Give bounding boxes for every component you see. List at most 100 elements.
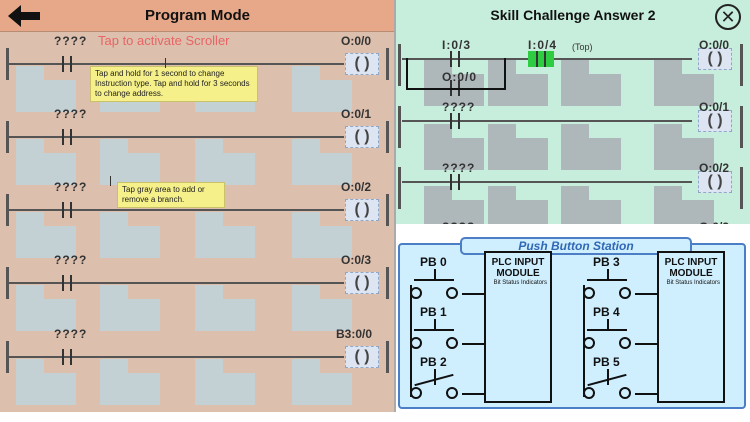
contact-symbol[interactable] — [54, 129, 80, 145]
branch-slot[interactable] — [583, 200, 621, 224]
coil-symbol[interactable]: ( ) — [345, 126, 379, 148]
station-rail — [583, 285, 585, 397]
contact-symbol[interactable] — [442, 113, 468, 129]
branch-slot[interactable] — [583, 138, 621, 170]
branch-slot[interactable] — [510, 200, 548, 224]
push-button-terminal[interactable] — [446, 337, 458, 349]
branch-slot[interactable] — [510, 74, 548, 106]
push-button-terminal[interactable] — [446, 387, 458, 399]
branch-slot[interactable] — [312, 226, 352, 258]
branch-slot[interactable] — [446, 200, 484, 224]
branch-slot[interactable] — [312, 373, 352, 405]
branch-slot[interactable] — [215, 373, 255, 405]
tip-arrow — [110, 176, 111, 186]
branch-slot[interactable] — [676, 138, 714, 170]
push-button-terminal[interactable] — [619, 287, 631, 299]
coil-address[interactable]: O:0/3 — [341, 253, 372, 267]
ladder-rung[interactable]: ???? ( ) O:0/1 — [0, 107, 395, 193]
module-title: PLC INPUT MODULE — [491, 257, 545, 279]
button-stem — [434, 269, 436, 279]
branch-slot[interactable] — [120, 153, 160, 185]
back-arrow-icon[interactable] — [6, 3, 42, 29]
close-icon[interactable]: ✕ — [715, 4, 741, 30]
push-button-terminal[interactable] — [619, 387, 631, 399]
ladder-rung[interactable]: ???? ( ) O:0/2 — [0, 180, 395, 266]
coil-symbol[interactable]: ( ) — [345, 199, 379, 221]
contact-symbol[interactable] — [442, 174, 468, 190]
coil-address[interactable]: O:0/2 — [341, 180, 372, 194]
contact-address[interactable]: ???? — [442, 220, 475, 224]
contact-address[interactable]: I:0/4 — [528, 38, 558, 52]
contact-symbol[interactable] — [54, 202, 80, 218]
right-rail — [740, 106, 743, 148]
push-button-station: Push Button Station PB 0I:0/0PB 1I:0/1PB… — [398, 237, 746, 409]
branch-slot[interactable] — [312, 153, 352, 185]
contact-address[interactable]: ???? — [54, 327, 88, 341]
left-rail — [398, 106, 401, 148]
highlighted-contact[interactable] — [528, 51, 554, 67]
branch-slot[interactable] — [36, 80, 76, 112]
branch-slot[interactable] — [36, 299, 76, 331]
terminal-wire — [635, 343, 657, 345]
ladder-rung[interactable]: ???? ( ) O:0/3 — [0, 253, 395, 339]
answer-title: Skill Challenge Answer 2 — [490, 7, 656, 23]
contact-address[interactable]: ???? — [54, 253, 88, 267]
scroller-hint[interactable]: Tap to activate Scroller — [98, 33, 230, 48]
branch-slot[interactable] — [312, 80, 352, 112]
branch-slot[interactable] — [510, 138, 548, 170]
contact-address[interactable]: ???? — [442, 100, 476, 114]
branch-slot[interactable] — [120, 226, 160, 258]
contact-note: (Top) — [572, 42, 593, 52]
contact-address[interactable]: ???? — [442, 161, 476, 175]
contact-symbol[interactable] — [54, 275, 80, 291]
branch-slot[interactable] — [215, 153, 255, 185]
branch-slot[interactable] — [120, 373, 160, 405]
contact-symbol[interactable] — [54, 56, 80, 72]
contact-address[interactable]: I:0/3 — [442, 38, 472, 52]
coil-symbol[interactable]: ( ) — [345, 346, 379, 368]
contact-symbol[interactable] — [54, 349, 80, 365]
branch-slot[interactable] — [446, 74, 484, 106]
button-stem — [607, 269, 609, 279]
rung-wire — [8, 63, 344, 65]
coil-symbol[interactable]: ( ) — [698, 171, 732, 193]
module-title: PLC INPUT MODULE — [664, 257, 718, 279]
left-rail — [6, 194, 9, 226]
branch-slot[interactable] — [215, 299, 255, 331]
rung-wire — [8, 356, 344, 358]
station-rail — [410, 285, 412, 397]
ladder-rung[interactable]: ???? ( ) B3:0/0 — [0, 327, 395, 413]
coil-address[interactable]: O:0/0 — [699, 38, 730, 52]
left-rail — [6, 121, 9, 153]
contact-address[interactable]: ???? — [54, 180, 88, 194]
push-button-terminal[interactable] — [446, 287, 458, 299]
coil-symbol[interactable]: ( ) — [345, 272, 379, 294]
coil-symbol[interactable]: ( ) — [698, 110, 732, 132]
branch-slot[interactable] — [583, 74, 621, 106]
coil-address[interactable]: O:0/2 — [699, 161, 730, 175]
branch-slot[interactable] — [120, 299, 160, 331]
branch-slot[interactable] — [312, 299, 352, 331]
coil-address[interactable]: O:0/0 — [341, 34, 372, 48]
contact-address[interactable]: ???? — [54, 34, 88, 48]
coil-address[interactable]: O:0/1 — [341, 107, 372, 121]
branch-slot[interactable] — [36, 153, 76, 185]
branch-slot[interactable] — [446, 138, 484, 170]
coil-address[interactable]: B3:0/0 — [336, 327, 373, 341]
button-stem — [607, 369, 609, 385]
branch-slot[interactable] — [36, 226, 76, 258]
branch-slot[interactable] — [676, 200, 714, 224]
button-bar — [414, 279, 454, 281]
coil-address[interactable]: O:0/1 — [699, 100, 730, 114]
branch-slot[interactable] — [215, 226, 255, 258]
rung-wire — [8, 282, 344, 284]
branch-slot[interactable] — [36, 373, 76, 405]
coil-address[interactable]: O:0/3 — [699, 220, 729, 224]
coil-symbol[interactable]: ( ) — [345, 53, 379, 75]
contact-symbol[interactable] — [442, 51, 468, 67]
contact-address[interactable]: ???? — [54, 107, 88, 121]
branch-slot[interactable] — [676, 74, 714, 106]
button-bar — [587, 329, 627, 331]
coil-symbol[interactable]: ( ) — [698, 48, 732, 70]
push-button-terminal[interactable] — [619, 337, 631, 349]
